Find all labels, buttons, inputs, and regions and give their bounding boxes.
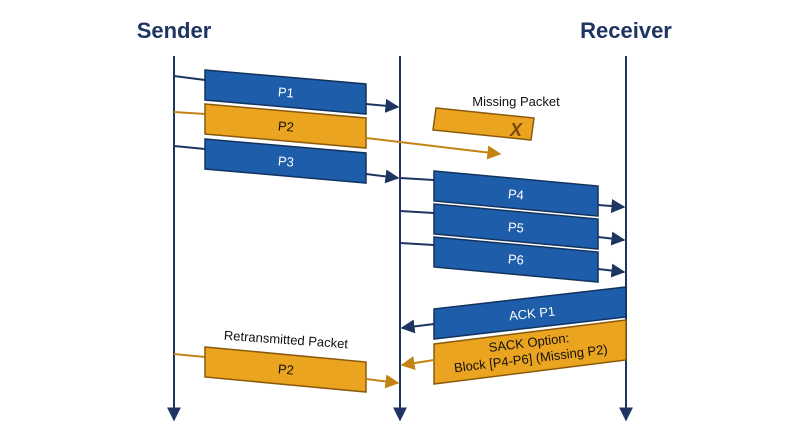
missing-packet-marker: Missing Packet X	[432, 94, 560, 141]
missing-x-mark: X	[509, 120, 523, 140]
packet-p4: P4	[399, 170, 626, 217]
packet-p1: P1	[173, 69, 400, 115]
packet-p2-retransmit-label: P2	[277, 361, 294, 377]
packet-p6: P6	[399, 236, 626, 283]
ack-p1-label: ACK P1	[508, 304, 556, 324]
packet-p6-label: P6	[507, 251, 524, 267]
packet-p3: P3	[173, 138, 400, 184]
receiver-title: Receiver	[580, 18, 672, 43]
missing-packet-note: Missing Packet	[472, 94, 560, 109]
packet-p3-label: P3	[277, 153, 294, 169]
packet-p2-retransmit: Retransmitted Packet P2	[173, 328, 400, 393]
packet-p5-label: P5	[507, 219, 524, 235]
packet-ack-p1: ACK P1	[400, 286, 627, 340]
packet-p2-label: P2	[277, 118, 294, 134]
retransmitted-packet-note: Retransmitted Packet	[223, 328, 348, 352]
packet-p5: P5	[399, 203, 626, 250]
packet-p4-label: P4	[507, 186, 524, 202]
packet-p1-label: P1	[277, 84, 294, 100]
packet-p2: P2	[173, 103, 502, 160]
sender-title: Sender	[137, 18, 212, 43]
